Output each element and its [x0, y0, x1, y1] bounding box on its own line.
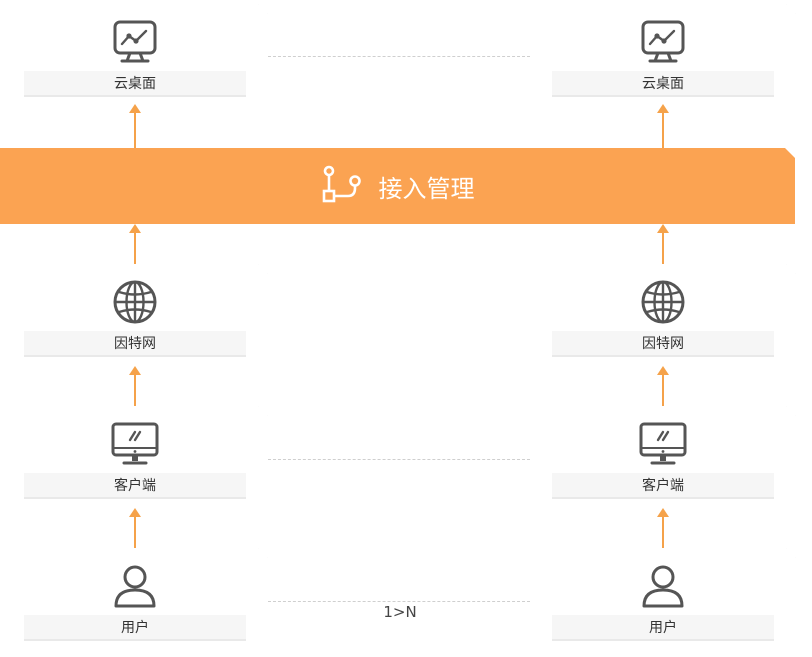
access-branch-icon	[321, 164, 365, 208]
arrow-up	[657, 366, 669, 406]
globe-icon	[638, 278, 688, 326]
user-icon	[110, 562, 160, 610]
cloud-desktop-card-left: 云桌面	[2, 4, 268, 108]
arrow-up	[657, 508, 669, 548]
arrow-up	[657, 224, 669, 264]
user-card-left: 用户	[2, 548, 268, 652]
client-card-right: 客户端	[530, 406, 796, 510]
access-management-label: 接入管理	[378, 174, 475, 203]
internet-label: 因特网	[24, 331, 246, 357]
connector-client	[268, 459, 530, 460]
client-label: 客户端	[24, 473, 246, 499]
connector-user	[268, 601, 530, 602]
internet-label: 因特网	[552, 331, 774, 357]
cloud-desktop-card-right: 云桌面	[530, 4, 796, 108]
monitor-chart-icon	[110, 18, 160, 66]
internet-card-left: 因特网	[2, 264, 268, 368]
arrow-up	[657, 104, 669, 148]
arrow-up	[129, 224, 141, 264]
ratio-label: 1>N	[383, 603, 417, 621]
internet-card-right: 因特网	[530, 264, 796, 368]
arrow-up	[129, 508, 141, 548]
arrow-up	[129, 366, 141, 406]
computer-icon	[638, 420, 688, 468]
user-label: 用户	[552, 615, 774, 641]
client-label: 客户端	[552, 473, 774, 499]
user-icon	[638, 562, 688, 610]
arrow-up	[129, 104, 141, 148]
computer-icon	[110, 420, 160, 468]
client-card-left: 客户端	[2, 406, 268, 510]
globe-icon	[110, 278, 160, 326]
user-label: 用户	[24, 615, 246, 641]
monitor-chart-icon	[638, 18, 688, 66]
user-card-right: 用户	[530, 548, 796, 652]
connector-cloud-desktop	[268, 56, 530, 57]
access-management-band: 接入管理	[0, 148, 795, 224]
cloud-desktop-label: 云桌面	[552, 71, 774, 97]
cloud-desktop-label: 云桌面	[24, 71, 246, 97]
